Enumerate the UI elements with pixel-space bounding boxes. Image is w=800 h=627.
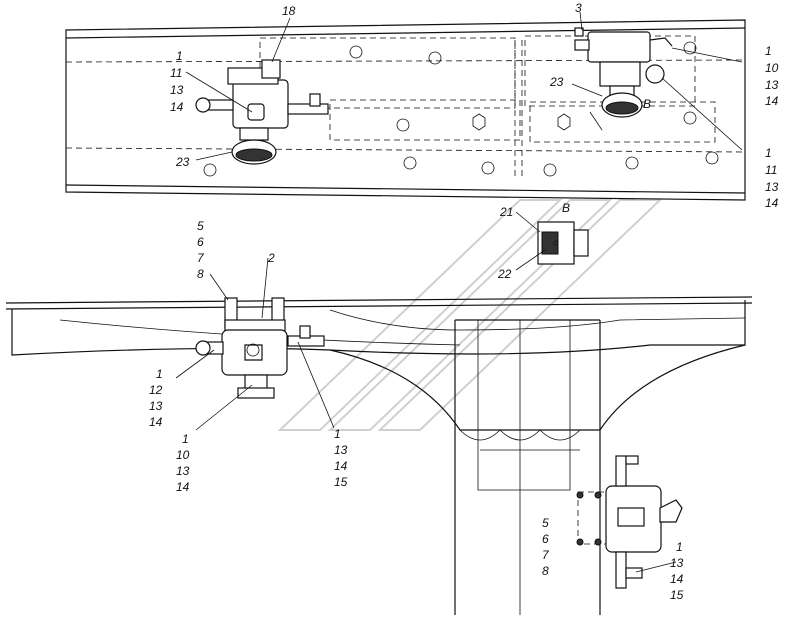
- label-m-6: 6: [197, 235, 204, 249]
- label-tra-10: 10: [765, 61, 779, 75]
- label-tr-3: 3: [575, 1, 582, 15]
- frame-holes: [203, 41, 719, 177]
- label-mr-14: 14: [334, 459, 348, 473]
- label-trb-1: 1: [765, 146, 772, 160]
- top-left-valve: [195, 59, 329, 165]
- label-tl-11: 11: [170, 66, 182, 80]
- label-mr-13: 13: [334, 443, 348, 457]
- label-tra-13: 13: [765, 78, 779, 92]
- label-lr-13: 13: [670, 556, 684, 570]
- label-tra-1: 1: [765, 44, 772, 58]
- detail-b: [537, 221, 589, 265]
- label-l-5: 5: [542, 516, 549, 530]
- label-tra-14: 14: [765, 94, 779, 108]
- label-m-5: 5: [197, 219, 204, 233]
- label-l-8: 8: [542, 564, 549, 578]
- label-trb-13: 13: [765, 180, 779, 194]
- label-detail-b: B: [562, 201, 570, 215]
- label-l-6: 6: [542, 532, 549, 546]
- label-trb-11: 11: [765, 163, 777, 177]
- label-mb-10: 10: [176, 448, 190, 462]
- label-lr-1: 1: [676, 540, 683, 554]
- middle-frame-rail: [5, 296, 753, 615]
- label-tl-1: 1: [176, 49, 183, 63]
- label-ml-1: 1: [156, 367, 163, 381]
- label-m-7: 7: [197, 251, 205, 265]
- label-mr-1: 1: [334, 427, 341, 441]
- label-lr-15: 15: [670, 588, 684, 602]
- label-detail-21: 21: [499, 205, 513, 219]
- label-m-8: 8: [197, 267, 204, 281]
- callout-labels: 1 11 13 14 18 23 3 23 B 1 10 13 14 1 11 …: [149, 1, 779, 602]
- label-mb-13: 13: [176, 464, 190, 478]
- label-mb-1: 1: [182, 432, 189, 446]
- label-mb-14: 14: [176, 480, 190, 494]
- watermark: [277, 199, 663, 431]
- label-ml-13: 13: [149, 399, 163, 413]
- label-m-2: 2: [267, 251, 275, 265]
- label-l-7: 7: [542, 548, 550, 562]
- label-ml-12: 12: [149, 383, 163, 397]
- top-right-valve: [574, 27, 673, 118]
- label-tl-13: 13: [170, 83, 184, 97]
- leader-lines: [175, 11, 743, 573]
- label-detail-22: 22: [497, 267, 512, 281]
- lower-valve: [576, 455, 683, 589]
- label-ml-14: 14: [149, 415, 163, 429]
- label-mr-15: 15: [334, 475, 348, 489]
- label-tl-18: 18: [282, 4, 296, 18]
- label-tr-23: 23: [549, 75, 564, 89]
- label-tl-14: 14: [170, 100, 184, 114]
- label-lr-14: 14: [670, 572, 684, 586]
- label-trb-14: 14: [765, 196, 779, 210]
- label-tl-23: 23: [175, 155, 190, 169]
- label-tr-b: B: [643, 97, 651, 111]
- middle-valve: [195, 297, 325, 399]
